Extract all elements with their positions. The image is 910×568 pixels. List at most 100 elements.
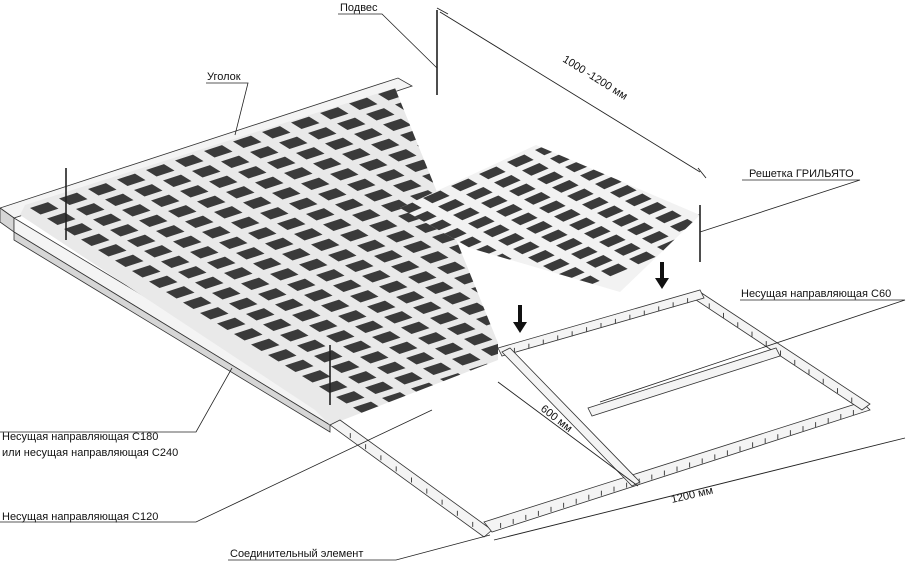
grid-cell: [367, 300, 396, 314]
grid-cell: [88, 183, 117, 196]
grid-cell: [586, 255, 613, 268]
grid-cell: [236, 247, 265, 260]
grid-cell: [437, 261, 466, 275]
grid-cell: [452, 353, 481, 366]
grid-cell: [466, 187, 493, 200]
grid-cell: [226, 186, 255, 199]
grid-cell: [343, 340, 372, 354]
grid-cell: [458, 110, 487, 123]
grid-cell: [420, 251, 449, 264]
grid-cell: [543, 258, 570, 272]
grid-cell: [703, 71, 730, 84]
grid-cell: [396, 291, 425, 304]
grid-cell: [357, 239, 386, 253]
grid-cell: [750, 125, 777, 138]
grid-cell: [192, 165, 221, 178]
grid-cell: [724, 166, 751, 179]
grid-cell: [737, 146, 764, 159]
grid-cell: [105, 193, 134, 207]
grid-cell: [151, 194, 180, 208]
grid-cell: [666, 161, 693, 174]
grid-cell: [681, 169, 700, 183]
grid-cell: [720, 108, 747, 121]
dim-1200-label: 1200 мм: [670, 485, 714, 506]
grid-cell: [614, 243, 641, 256]
grid-cell: [328, 249, 357, 262]
grid-cell: [517, 284, 546, 296]
grid-cell: [391, 260, 420, 274]
grid-cell: [342, 148, 371, 161]
grid-cell: [429, 119, 458, 133]
grid-cell: [492, 131, 498, 144]
label-carrier-c60: Несущая направляющая С60: [741, 288, 891, 300]
grid-cell: [698, 207, 700, 220]
grid-cell: [509, 183, 536, 197]
grid-cell: [207, 256, 236, 270]
grid-cell: [406, 352, 435, 365]
grid-cell: [417, 139, 446, 153]
grid-cell: [423, 190, 450, 204]
grid-cell: [438, 199, 465, 212]
dimension-600: 600 мм: [497, 381, 639, 487]
grid-cell: [302, 370, 331, 383]
grid-cell: [374, 250, 403, 263]
grid-cell: [778, 113, 805, 126]
grid-cell: [754, 183, 781, 196]
grid-cell: [612, 214, 639, 227]
grid-cell: [347, 178, 376, 192]
grid-cell: [320, 107, 349, 120]
grid-cell: [321, 299, 350, 313]
grid-cell: [292, 309, 321, 322]
grid-cell: [296, 147, 325, 160]
label-carrier-c120: Несущая направляющая С120: [2, 511, 158, 523]
grid-cell: [528, 250, 555, 263]
grid-cell: [200, 307, 229, 320]
grid-cell: [408, 271, 437, 284]
grid-cell: [606, 127, 633, 140]
grid-cell: [459, 302, 488, 316]
grid-cell: [178, 266, 207, 279]
grid-cell: [425, 281, 454, 295]
grid-cell: [413, 301, 442, 315]
grid-cell: [483, 262, 498, 276]
grid-cell: [610, 185, 637, 198]
grid-cell: [325, 137, 354, 151]
grid-cell: [304, 289, 333, 302]
empty-frame: [329, 289, 871, 538]
grid-cell: [463, 140, 492, 154]
grid-cell: [451, 178, 478, 192]
grid-cell: [359, 158, 388, 172]
grid-cell: [379, 280, 408, 294]
grid-cell: [372, 331, 401, 344]
grid-cell: [243, 196, 272, 210]
grid-cell: [384, 311, 413, 324]
grid-cell: [144, 245, 173, 258]
grid-cell: [354, 128, 383, 141]
grid-cell: [797, 180, 824, 193]
grid-cell: [389, 341, 418, 355]
grid-cell: [500, 262, 527, 275]
grid-cell: [441, 99, 470, 113]
grid-cell: [494, 175, 521, 188]
grid-cell: [308, 127, 337, 140]
grid-cell: [653, 181, 680, 195]
grid-cell: [291, 116, 320, 130]
grid-cell: [355, 320, 384, 334]
grid-cell: [197, 195, 226, 209]
grid-cell: [81, 233, 110, 247]
grid-cell: [349, 97, 378, 111]
grid-cell: [496, 204, 523, 217]
grid-cell: [313, 157, 342, 171]
grid-cell: [388, 149, 417, 162]
grid-cell: [314, 350, 343, 363]
grid-cell: [651, 152, 678, 166]
grid-cell: [330, 168, 359, 181]
grid-cell: [279, 136, 308, 150]
grid-cell: [76, 203, 105, 216]
grid-cell: [629, 251, 656, 265]
label-connector: Соединительный элемент: [230, 548, 363, 560]
grid-cell: [690, 91, 717, 104]
grid-cell: [132, 265, 161, 278]
grid-cell: [268, 349, 297, 362]
grid-cell: [853, 156, 880, 169]
